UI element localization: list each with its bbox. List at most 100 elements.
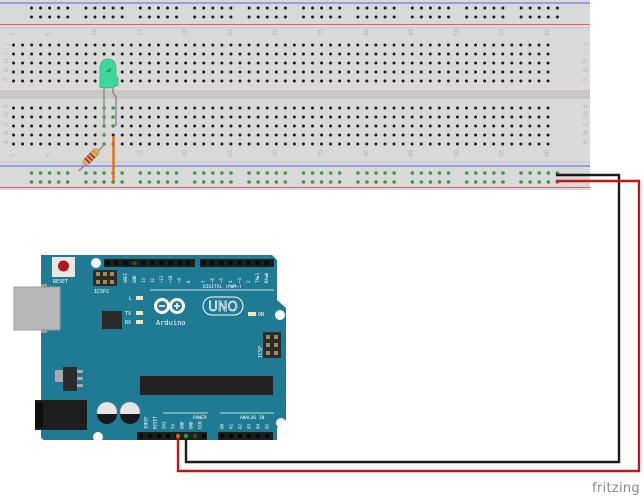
breadboard-hole[interactable] xyxy=(519,61,523,65)
breadboard-hole[interactable] xyxy=(374,61,378,65)
breadboard-hole[interactable] xyxy=(57,142,61,146)
analog-pin[interactable] xyxy=(229,434,233,438)
breadboard-hole[interactable] xyxy=(383,124,387,128)
breadboard-hole[interactable] xyxy=(365,133,369,137)
breadboard-hole[interactable] xyxy=(392,61,396,65)
breadboard-hole[interactable] xyxy=(338,52,342,56)
power-rail-hole[interactable] xyxy=(465,15,469,19)
breadboard-hole[interactable] xyxy=(247,70,251,74)
breadboard-hole[interactable] xyxy=(537,124,541,128)
breadboard-hole[interactable] xyxy=(383,43,387,47)
breadboard-hole[interactable] xyxy=(320,142,324,146)
breadboard-hole[interactable] xyxy=(30,61,34,65)
power-rail-hole[interactable] xyxy=(446,171,451,175)
power-rail-hole[interactable] xyxy=(383,171,387,175)
breadboard-hole[interactable] xyxy=(184,43,188,47)
power-rail-hole[interactable] xyxy=(93,15,97,19)
breadboard-hole[interactable] xyxy=(138,70,142,74)
breadboard-hole[interactable] xyxy=(483,43,487,47)
breadboard-hole[interactable] xyxy=(120,124,124,128)
breadboard-hole[interactable] xyxy=(193,133,197,137)
breadboard-hole[interactable] xyxy=(446,106,450,110)
breadboard-hole[interactable] xyxy=(175,61,179,65)
breadboard-hole[interactable] xyxy=(356,52,360,56)
breadboard-hole[interactable] xyxy=(329,79,333,83)
breadboard-hole[interactable] xyxy=(401,142,405,146)
power-rail-hole[interactable] xyxy=(446,180,451,184)
breadboard-hole[interactable] xyxy=(138,61,142,65)
breadboard-hole[interactable] xyxy=(147,52,151,56)
breadboard-hole[interactable] xyxy=(211,43,215,47)
digital-pin[interactable] xyxy=(210,261,215,265)
breadboard-hole[interactable] xyxy=(129,79,133,83)
power-rail-hole[interactable] xyxy=(192,180,197,184)
power-rail-hole[interactable] xyxy=(202,15,206,19)
breadboard-hole[interactable] xyxy=(256,142,260,146)
breadboard-hole[interactable] xyxy=(410,70,414,74)
breadboard-hole[interactable] xyxy=(102,43,106,47)
power-rail-hole[interactable] xyxy=(229,6,233,10)
breadboard-hole[interactable] xyxy=(365,52,369,56)
breadboard-hole[interactable] xyxy=(256,70,260,74)
power-rail-hole[interactable] xyxy=(175,6,179,10)
breadboard-hole[interactable] xyxy=(12,79,15,83)
power-rail-hole[interactable] xyxy=(102,15,106,19)
breadboard-hole[interactable] xyxy=(537,52,541,56)
breadboard-hole[interactable] xyxy=(501,106,505,110)
power-rail-hole[interactable] xyxy=(437,180,442,184)
breadboard-hole[interactable] xyxy=(329,61,333,65)
breadboard-hole[interactable] xyxy=(274,79,278,83)
breadboard-hole[interactable] xyxy=(220,106,224,110)
breadboard-hole[interactable] xyxy=(537,61,541,65)
power-rail-hole[interactable] xyxy=(247,6,251,10)
breadboard-hole[interactable] xyxy=(247,79,251,83)
power-rail-hole[interactable] xyxy=(447,6,451,10)
breadboard-hole[interactable] xyxy=(546,52,550,56)
breadboard-hole[interactable] xyxy=(510,115,514,119)
breadboard-hole[interactable] xyxy=(247,115,251,119)
breadboard-hole[interactable] xyxy=(419,142,423,146)
breadboard-hole[interactable] xyxy=(528,124,532,128)
power-rail-hole[interactable] xyxy=(57,6,61,10)
breadboard-hole[interactable] xyxy=(338,43,342,47)
digital-pin[interactable] xyxy=(177,261,182,265)
breadboard-hole[interactable] xyxy=(401,124,405,128)
breadboard-hole[interactable] xyxy=(93,142,97,146)
breadboard-hole[interactable] xyxy=(256,115,260,119)
breadboard-hole[interactable] xyxy=(57,79,61,83)
breadboard-hole[interactable] xyxy=(238,43,242,47)
breadboard-hole[interactable] xyxy=(419,70,423,74)
reset-button[interactable] xyxy=(52,257,75,277)
power-rail-hole[interactable] xyxy=(274,6,278,10)
breadboard-hole[interactable] xyxy=(39,61,43,65)
power-rail-hole[interactable] xyxy=(301,171,306,175)
breadboard-hole[interactable] xyxy=(211,52,215,56)
breadboard-hole[interactable] xyxy=(338,133,342,137)
breadboard-hole[interactable] xyxy=(238,106,242,110)
breadboard-hole[interactable] xyxy=(229,142,233,146)
power-rail-hole[interactable] xyxy=(211,6,215,10)
breadboard-hole[interactable] xyxy=(229,43,233,47)
power-rail-hole[interactable] xyxy=(211,15,215,19)
breadboard-hole[interactable] xyxy=(39,106,43,110)
digital-pin[interactable] xyxy=(246,261,251,265)
breadboard-hole[interactable] xyxy=(66,124,70,128)
breadboard-hole[interactable] xyxy=(483,106,487,110)
breadboard-hole[interactable] xyxy=(39,52,43,56)
breadboard-hole[interactable] xyxy=(21,43,25,47)
power-rail-hole[interactable] xyxy=(111,6,115,10)
breadboard-hole[interactable] xyxy=(66,61,70,65)
power-rail-hole[interactable] xyxy=(319,180,324,184)
breadboard-hole[interactable] xyxy=(546,142,550,146)
breadboard-hole[interactable] xyxy=(274,133,278,137)
power-rail-hole[interactable] xyxy=(419,6,423,10)
breadboard-hole[interactable] xyxy=(48,124,52,128)
power-rail-hole[interactable] xyxy=(48,6,52,10)
breadboard-hole[interactable] xyxy=(66,43,70,47)
power-rail-hole[interactable] xyxy=(165,15,169,19)
breadboard-hole[interactable] xyxy=(483,133,487,137)
breadboard-hole[interactable] xyxy=(446,52,450,56)
digital-pin[interactable] xyxy=(186,261,191,265)
breadboard-hole[interactable] xyxy=(247,52,251,56)
power-rail-hole[interactable] xyxy=(483,171,487,175)
